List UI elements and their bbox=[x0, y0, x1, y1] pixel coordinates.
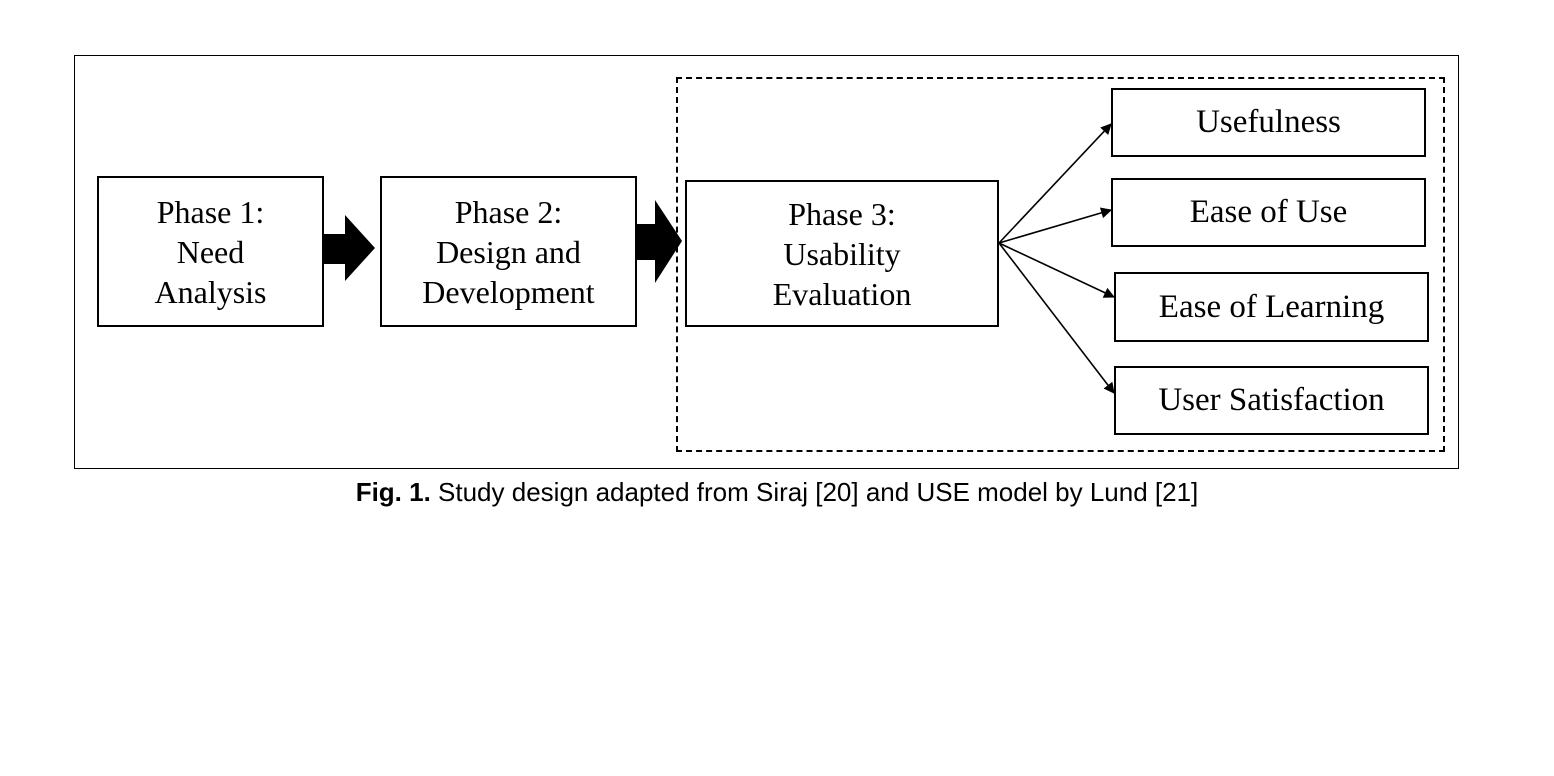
phase-2-title: Phase 2: bbox=[454, 193, 563, 230]
phase-3-box: Phase 3: Usability Evaluation bbox=[685, 180, 999, 327]
phase-1-line-3: Analysis bbox=[154, 273, 267, 310]
phase-2-line-2: Design and bbox=[436, 233, 581, 270]
phase-1-line-2: Need bbox=[176, 233, 245, 270]
phase-2-box: Phase 2: Design and Development bbox=[380, 176, 637, 327]
outcome-user-satisfaction-box: User Satisfaction bbox=[1114, 366, 1429, 435]
figure-caption-text: Study design adapted from Siraj [20] and… bbox=[430, 477, 1199, 507]
outcome-usefulness-label: Usefulness bbox=[1196, 104, 1341, 140]
phase-3-line-3: Evaluation bbox=[772, 275, 912, 312]
phase-1-title: Phase 1: bbox=[156, 193, 265, 230]
phase-1-box: Phase 1: Need Analysis bbox=[97, 176, 324, 327]
figure-caption: Fig. 1. Study design adapted from Siraj … bbox=[0, 477, 1554, 508]
outcome-ease-of-use-box: Ease of Use bbox=[1111, 178, 1426, 247]
outcome-ease-of-learning-label: Ease of Learning bbox=[1158, 288, 1385, 325]
phase-3-line-2: Usability bbox=[783, 235, 901, 272]
outcome-user-satisfaction-label: User Satisfaction bbox=[1158, 382, 1385, 418]
figure-label: Fig. 1. bbox=[355, 477, 431, 507]
figure-frame bbox=[74, 55, 1459, 469]
outcome-ease-of-use-label: Ease of Use bbox=[1189, 194, 1348, 230]
outcome-usefulness-box: Usefulness bbox=[1111, 88, 1426, 157]
outcome-ease-of-learning-box: Ease of Learning bbox=[1114, 272, 1429, 342]
phase-2-line-3: Development bbox=[422, 273, 595, 310]
phase-3-title: Phase 3: bbox=[788, 195, 896, 232]
